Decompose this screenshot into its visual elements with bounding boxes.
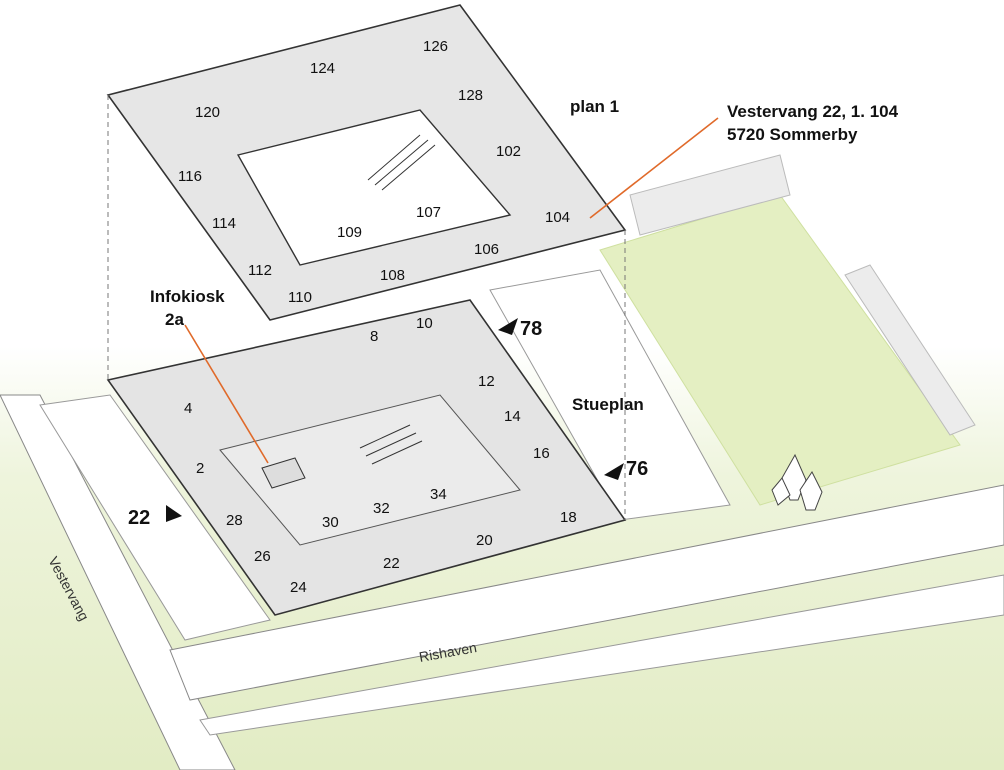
unit-120: 120: [195, 104, 220, 121]
unit-2: 2: [196, 460, 204, 477]
stairs-icon-upper: [367, 134, 436, 191]
unit-114: 114: [212, 215, 236, 232]
neighbour-building-right: [844, 264, 976, 436]
unit-107: 107: [416, 204, 441, 221]
unit-14: 14: [504, 408, 521, 425]
floor-label-stueplan: Stueplan: [572, 395, 644, 414]
unit-4: 4: [184, 400, 192, 417]
stairs-icon-ground: [359, 424, 423, 465]
unit-116: 116: [178, 168, 202, 185]
unit-106: 106: [474, 241, 499, 258]
unit-110: 110: [288, 289, 312, 306]
unit-124: 124: [310, 60, 335, 77]
road-rishaven: [169, 484, 1004, 701]
entrance-arrow-22: [166, 505, 182, 522]
unit-32: 32: [373, 500, 390, 517]
unit-18: 18: [560, 509, 577, 526]
parking-right: [489, 269, 731, 521]
parking-left: [39, 394, 271, 641]
ground-courtyard: [219, 394, 521, 546]
upper-void: [236, 109, 512, 266]
entrance-arrow-78: [498, 318, 518, 335]
unit-102: 102: [496, 143, 521, 160]
address-line-1: Vestervang 22, 1. 104: [727, 102, 899, 121]
unit-109: 109: [337, 224, 362, 241]
infokiosk-label: Infokiosk: [150, 287, 225, 306]
address-callout-line: [589, 117, 719, 219]
entrance-number-22: 22: [128, 507, 150, 529]
upper-unit-labels: 120 124 126 128 102 104 116 114 112 110 …: [178, 38, 570, 306]
unit-30: 30: [322, 514, 339, 531]
unit-10: 10: [416, 315, 433, 332]
unit-126: 126: [423, 38, 448, 55]
address-line-2: 5720 Sommerby: [727, 125, 858, 144]
kiosk-callout-line: [184, 324, 269, 464]
road-rishaven-lower: [199, 574, 1004, 736]
floor-label-plan-1: plan 1: [570, 97, 619, 116]
entrance-number-78: 78: [520, 318, 542, 340]
unit-26: 26: [254, 548, 271, 565]
unit-28: 28: [226, 512, 243, 529]
unit-20: 20: [476, 532, 493, 549]
unit-24: 24: [290, 579, 307, 596]
unit-104: 104: [545, 209, 570, 226]
unit-22: 22: [383, 555, 400, 572]
entrance-number-76: 76: [626, 458, 648, 480]
unit-108: 108: [380, 267, 405, 284]
unit-34: 34: [430, 486, 447, 503]
unit-12: 12: [478, 373, 495, 390]
unit-128: 128: [458, 87, 483, 104]
road-vestervang: [0, 394, 236, 770]
kiosk-box: [261, 457, 306, 489]
unit-112: 112: [248, 262, 272, 279]
infokiosk-number: 2a: [165, 310, 184, 329]
neighbour-building-top: [629, 154, 791, 236]
trees-icon: [771, 453, 823, 511]
unit-16: 16: [533, 445, 550, 462]
unit-8: 8: [370, 328, 378, 345]
ground-unit-labels: 8 10 12 14 16 18 20 22 24 26 28 30 32 34…: [184, 315, 577, 596]
entrance-arrow-76: [604, 463, 624, 480]
